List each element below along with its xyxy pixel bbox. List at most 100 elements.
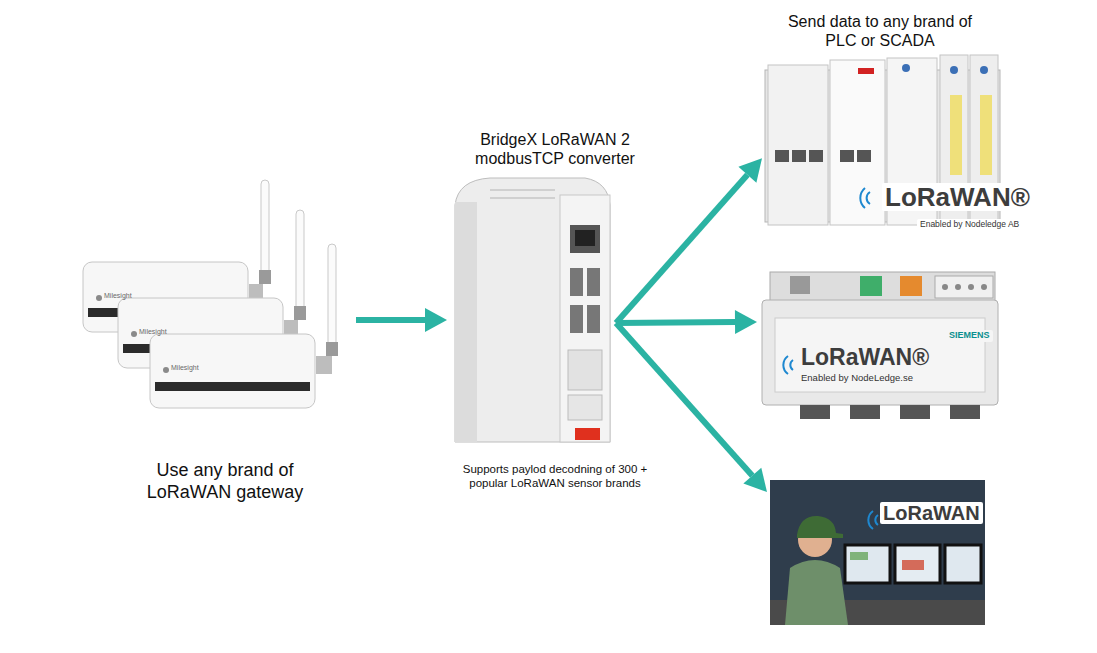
caption-text: BridgeX LoRaWAN 2 modbusTCP converter — [455, 130, 655, 169]
plc-rack-part — [857, 150, 871, 162]
plc-rack-part — [792, 150, 806, 162]
plc-rack-part — [768, 65, 828, 225]
scada-operator-photo-part — [895, 545, 940, 583]
scada-operator-photo-part — [868, 511, 878, 529]
bridgex-housing-part — [587, 305, 600, 333]
siemens-controller — [762, 272, 998, 419]
gateway-front-part — [155, 382, 310, 391]
scada-operator-photo — [770, 480, 985, 625]
logo-text: LoRaWAN — [880, 502, 983, 524]
plc-rack-part — [950, 95, 962, 175]
gateway-front — [150, 244, 338, 408]
bridgex-housing-part — [570, 305, 583, 333]
brand-logo-text: Milesight — [139, 328, 167, 335]
plc-rack-part — [860, 188, 870, 208]
logo-text: Enabled by Nodeledge AB — [917, 219, 1022, 230]
scada-operator-photo-part — [845, 545, 890, 583]
bridgex-housing-part — [575, 428, 600, 440]
plc-rack-part — [830, 60, 885, 225]
siemens-controller-part — [860, 276, 882, 296]
gateway-back-part — [259, 270, 271, 284]
logo-text: SIEMENS — [946, 330, 993, 342]
scada-station: LoRaWAN — [770, 480, 985, 625]
siemens-controller-part — [850, 405, 880, 419]
bridgex-housing-part — [490, 197, 555, 199]
scada-operator-photo-part — [902, 560, 924, 570]
arrow-shaft — [616, 319, 735, 326]
siemens-controller-part — [783, 356, 793, 374]
brand-logo-text: Milesight — [171, 364, 199, 371]
flow-arrow — [616, 310, 757, 334]
logo-text: LoRaWAN® — [798, 345, 932, 370]
gateway-front-part — [326, 342, 338, 356]
bridgex-housing — [455, 178, 610, 442]
scada-operator-photo-part — [945, 545, 981, 583]
siemens-controller-part — [900, 276, 922, 296]
siemens-controller-part — [981, 284, 987, 290]
arrow-head — [735, 310, 757, 334]
siemens-controller-part — [900, 405, 930, 419]
bridgex-housing-part — [568, 350, 602, 390]
gateway-middle-part — [131, 331, 137, 337]
bridgex-housing-part — [560, 195, 610, 442]
plc-rack-part — [902, 64, 910, 72]
siemens-controller-part — [762, 300, 998, 405]
bridgex-housing-part — [570, 268, 583, 296]
gateway-group: Use any brand of LoRaWAN gateway — [80, 175, 352, 425]
gateway-back-part — [249, 284, 263, 298]
plc-rack-part — [980, 95, 992, 175]
bridgex-housing-part — [455, 202, 477, 442]
plc-device: Send data to any brand of PLC or SCADALo… — [765, 55, 1023, 233]
flow-arrow — [616, 158, 762, 323]
siemens-controller-part — [950, 405, 980, 419]
siemens-device: LoRaWAN® Enabled by NodeLedge.se SIEMENS — [760, 272, 1000, 422]
logo-text: Enabled by NodeLedge.se — [798, 372, 916, 384]
plc-rack-part — [840, 150, 854, 162]
siemens-controller-part — [955, 284, 961, 290]
plc-rack-part — [809, 150, 823, 162]
bridgex-housing-part — [587, 268, 600, 296]
siemens-controller-part — [770, 272, 995, 302]
gateway-front-part — [316, 356, 332, 374]
arrow-shaft — [356, 317, 425, 323]
bridgex-housing-part — [575, 230, 595, 246]
caption-text: Supports paylod decodning of 300 + popul… — [453, 462, 658, 490]
gateway-front-part — [328, 244, 336, 348]
gateway-back-part — [261, 180, 269, 276]
gateway-middle-part — [296, 210, 304, 312]
arrow-shaft — [616, 175, 747, 323]
bridgex-housing-part — [570, 225, 600, 253]
siemens-controller-part — [942, 284, 948, 290]
plc-rack-part — [950, 66, 958, 74]
caption-text: Use any brand of LoRaWAN gateway — [130, 460, 320, 504]
plc-rack-part — [980, 66, 988, 74]
gateway-middle-part — [284, 320, 298, 334]
scada-operator-photo-part — [770, 480, 985, 625]
plc-rack-part — [775, 150, 789, 162]
scada-operator-photo-part — [785, 560, 848, 625]
gateway-front-part — [150, 334, 315, 408]
arrow-head — [425, 308, 447, 332]
flow-arrow — [356, 308, 447, 332]
logo-text: LoRaWAN® — [882, 183, 1033, 211]
siemens-controller-part — [800, 405, 830, 419]
gateway-middle-part — [294, 306, 306, 320]
bridgex-housing-part — [490, 189, 555, 191]
siemens-controller-part — [790, 276, 810, 294]
gateway-back-part — [96, 295, 102, 301]
scada-operator-photo-part — [797, 516, 843, 538]
arrow-head — [738, 158, 762, 182]
bridgex-housing-part — [568, 395, 602, 420]
plc-rack-part — [858, 68, 874, 74]
arrow-head — [743, 468, 767, 492]
arrow-shaft — [616, 323, 752, 476]
siemens-controller-part — [935, 276, 993, 298]
caption-text: Send data to any brand of PLC or SCADA — [773, 12, 988, 51]
bridgex-housing-part — [455, 178, 610, 442]
converter-device: BridgeX LoRaWAN 2 modbusTCP converterSup… — [450, 175, 612, 447]
brand-logo-text: Milesight — [104, 292, 132, 299]
siemens-controller-part — [968, 284, 974, 290]
